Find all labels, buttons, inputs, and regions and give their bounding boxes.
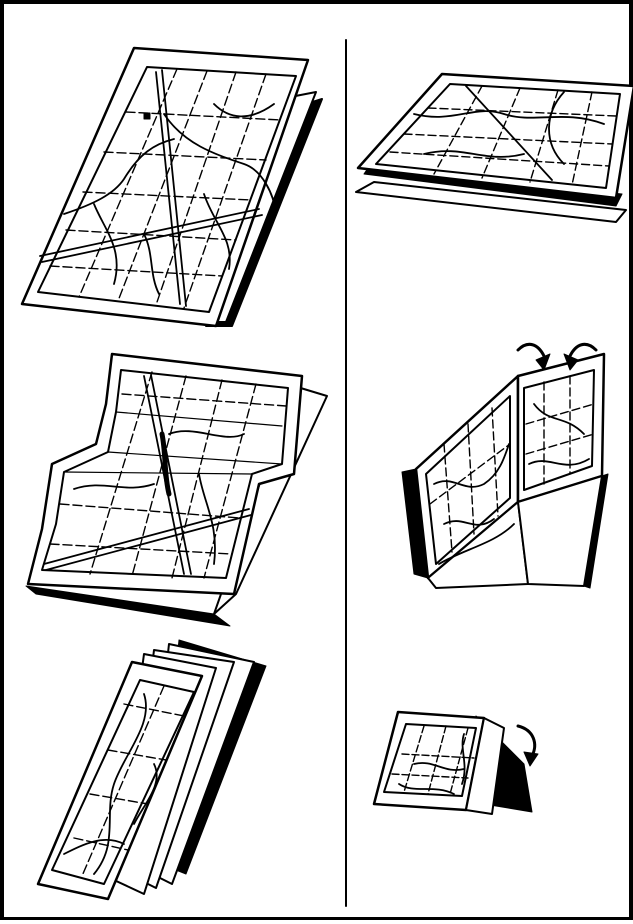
u-fold-panel	[402, 344, 608, 588]
flat-map-panel	[22, 48, 322, 326]
map-folding-illustration	[4, 4, 633, 924]
folded-strip-panel	[38, 640, 266, 899]
fold-arrow-left-icon	[518, 344, 550, 370]
fold-arrow-down-icon	[518, 726, 538, 766]
accordion-folds-panel	[26, 354, 327, 626]
final-fold-panel	[374, 712, 538, 814]
flat-map-sheet-panel	[356, 74, 633, 222]
